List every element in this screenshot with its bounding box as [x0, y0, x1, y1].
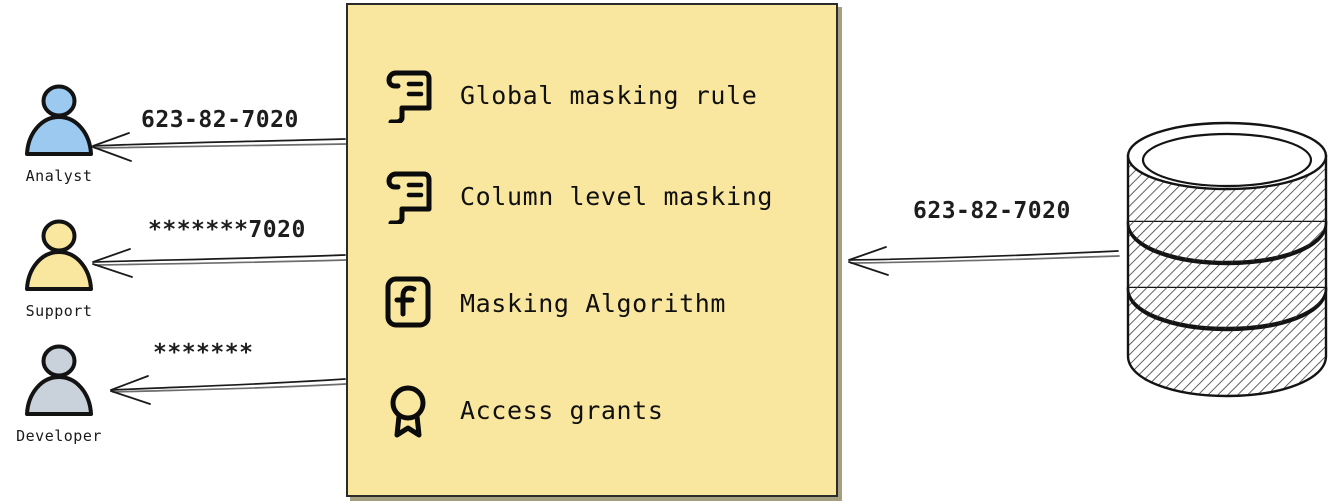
- panel-row[interactable]: Global masking rule: [382, 67, 757, 123]
- database-icon: [1126, 121, 1328, 398]
- arrow-db-to-panel: [848, 246, 1120, 276]
- panel-row[interactable]: Access grants: [382, 382, 663, 438]
- arrow-label-database: 623-82-7020: [913, 198, 1071, 224]
- arrow-to-support: [92, 248, 347, 278]
- arrow-label-developer: *******: [153, 340, 254, 366]
- actor-developer: Developer: [4, 344, 114, 445]
- scroll-icon: [386, 171, 432, 224]
- panel-item-label: Masking Algorithm: [460, 288, 727, 318]
- actor-label: Support: [25, 302, 93, 320]
- award-icon: [390, 385, 426, 438]
- arrow-to-developer: [110, 375, 347, 405]
- actor-support: Support: [4, 219, 114, 320]
- panel-row[interactable]: Masking Algorithm: [382, 275, 726, 331]
- actor-label: Analyst: [25, 167, 93, 185]
- person-icon: [25, 344, 93, 416]
- person-icon: [25, 84, 93, 156]
- panel-item-label: Column level masking: [460, 181, 774, 211]
- actor-analyst: Analyst: [4, 84, 114, 185]
- person-icon: [25, 219, 93, 291]
- panel-row[interactable]: Column level masking: [382, 168, 773, 224]
- scroll-icon: [386, 70, 432, 123]
- panel-item-label: Global masking rule: [460, 80, 758, 110]
- masking-policy-panel: Global masking rule Column level masking…: [346, 3, 838, 497]
- panel-item-label: Access grants: [460, 395, 664, 425]
- arrow-label-support: *******7020: [148, 217, 306, 243]
- arrow-label-analyst: 623-82-7020: [141, 107, 299, 133]
- actor-label: Developer: [16, 427, 102, 445]
- function-icon: [385, 276, 431, 328]
- arrow-to-analyst: [92, 132, 347, 162]
